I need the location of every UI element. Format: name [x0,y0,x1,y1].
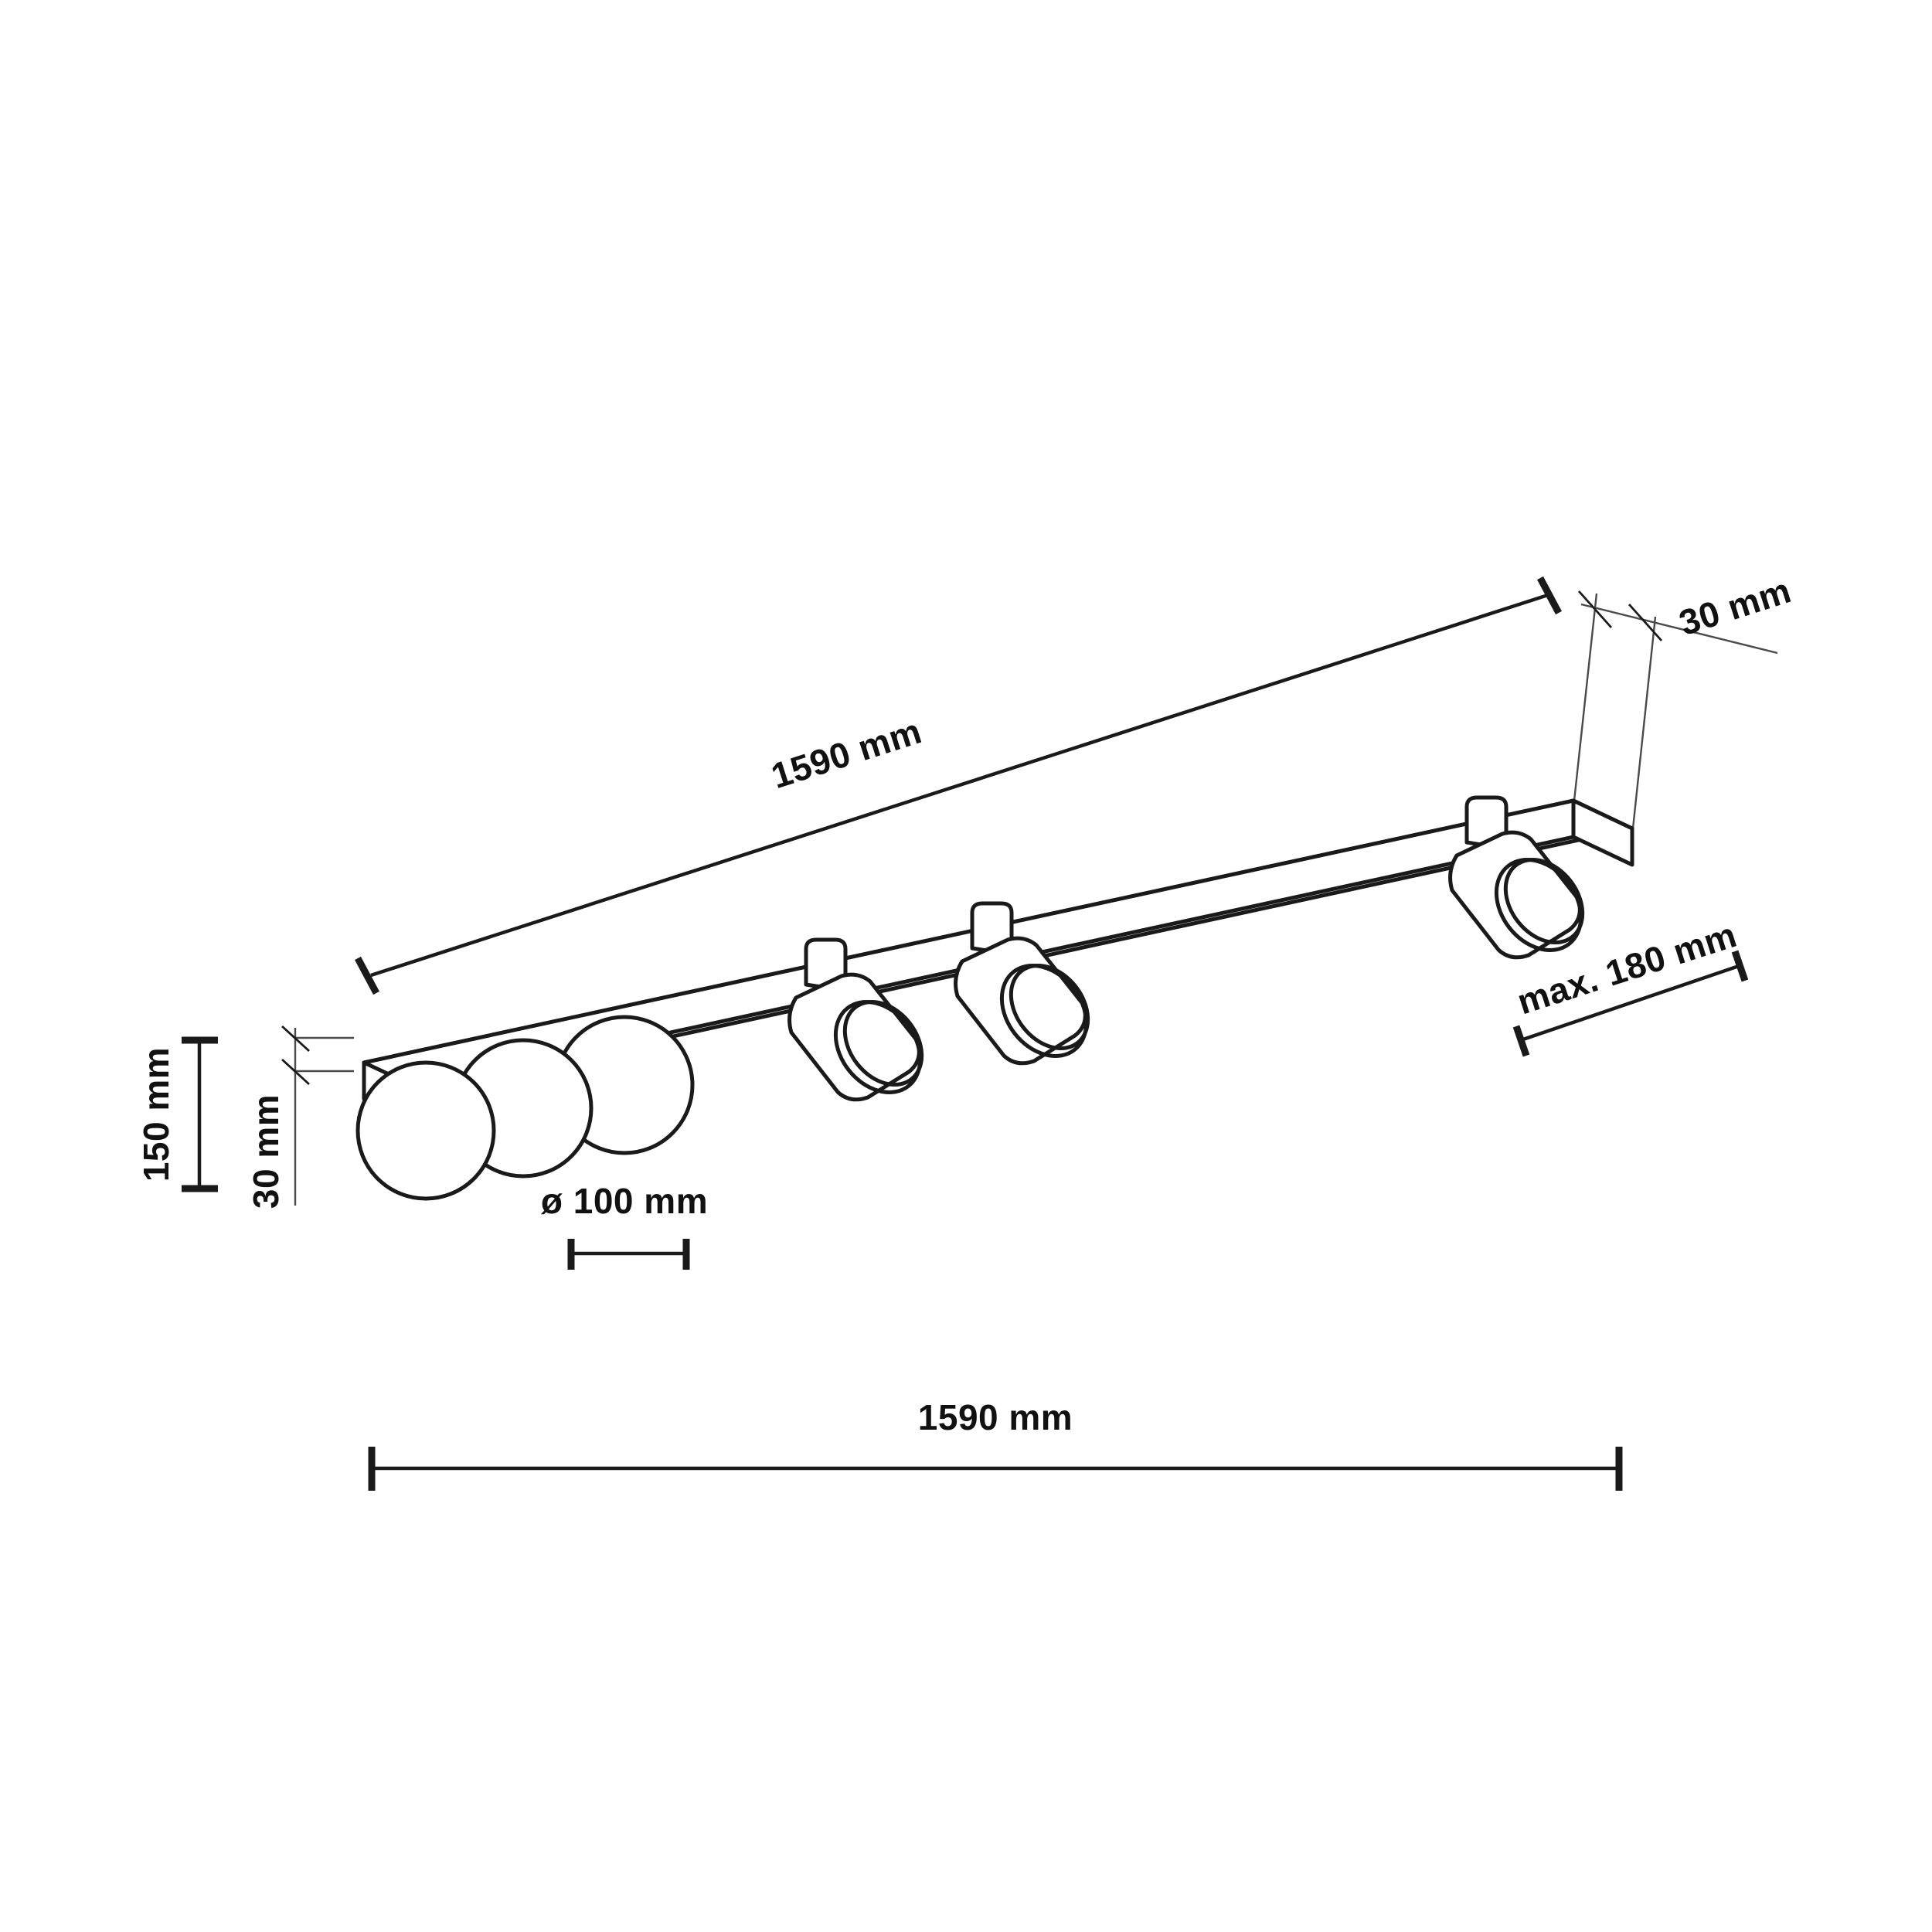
dimension-length-overall [368,1447,1623,1491]
label-length-overall: 1590 mm [918,1397,1073,1437]
dimension-tick-right-length-iso [1537,576,1562,615]
spotlight-4-body [787,972,921,1102]
extension-line-depth-right [1631,616,1657,829]
spotlight-1 [355,1060,496,1201]
dimension-line-depth [1580,603,1778,655]
dimension-bar-height [281,1025,354,1206]
spotlight-6 [1448,795,1585,960]
dimension-projection [1512,950,1749,1057]
dimension-slash-tick-depth-left [1577,590,1613,628]
dimension-slash-tick-bar-height-bottom [281,1058,310,1086]
dimension-tick-right-projection [1731,950,1749,982]
spotlight-4-lens-inner [842,999,924,1087]
dimension-line-length-iso [370,593,1549,978]
dimension-tick-left-projection [1512,1025,1530,1057]
dimension-total-height [182,1036,218,1192]
dimension-spot-diameter [567,1239,690,1270]
label-bar-height: 30 mm [246,1094,286,1209]
dimension-bar-depth-right [1573,590,1778,829]
dimension-line-projection [1520,964,1740,1043]
dimension-tick-left-length-iso [355,956,379,995]
spotlight-4-lens-outer [833,1000,923,1094]
rail-right-end-face [1571,798,1634,867]
spotlight-4 [787,937,924,1102]
label-spot-diameter: ø 100 mm [541,1181,708,1221]
spotlight-6-body [1448,830,1582,960]
spotlight-5-lens-outer [999,964,1089,1058]
spotlight-5 [954,901,1090,1066]
spotlight-1-lens-circle [355,1060,496,1201]
spotlight-5-body [954,936,1087,1066]
label-bar-depth-right: 30 mm [1675,570,1796,643]
extension-line-depth-left [1573,593,1598,801]
spotlight-6-lens-inner [1503,857,1585,945]
spotlight-5-lens-inner [1009,963,1090,1051]
dimension-length-isometric [355,576,1562,995]
dimension-slash-tick-depth-right [1628,604,1663,641]
label-total-height: 150 mm [136,1047,176,1182]
dimension-slash-tick-bar-height-top [281,1025,310,1053]
spotlight-6-lens-outer [1494,858,1583,952]
label-length-isometric: 1590 mm [767,710,927,796]
